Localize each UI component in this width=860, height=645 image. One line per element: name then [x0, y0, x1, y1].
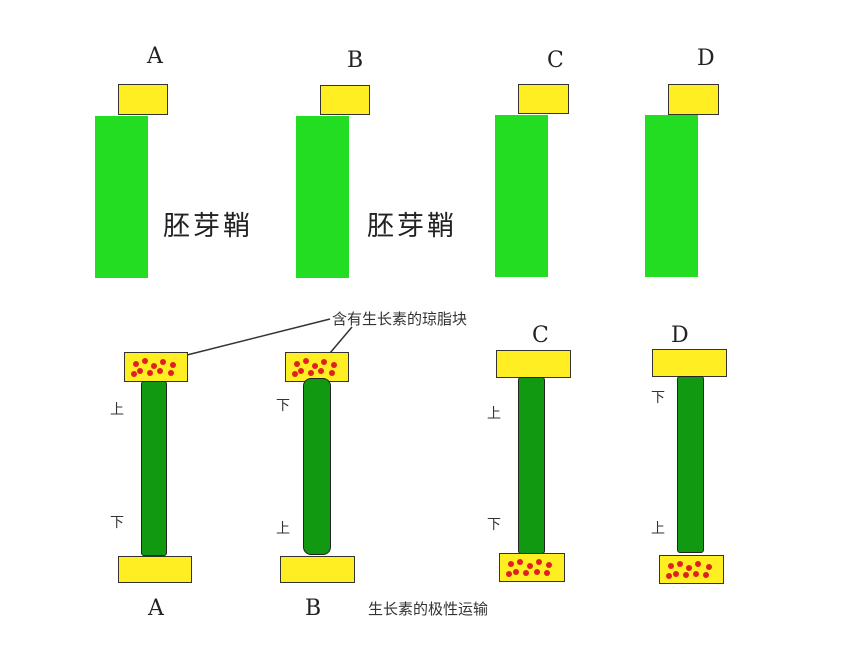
bottom-label-a: A — [148, 596, 164, 621]
stem-a — [141, 381, 167, 556]
auxin-dot — [141, 357, 148, 364]
auxin-dot — [505, 571, 512, 578]
top-label-a: A — [147, 44, 163, 69]
auxin-dot — [693, 570, 700, 577]
side-label-d-down: 下 — [651, 390, 665, 406]
auxin-dot — [318, 368, 325, 375]
coleoptile-d — [645, 115, 698, 277]
stem-d — [677, 376, 704, 553]
auxin-dot — [517, 558, 524, 565]
agar-block-auxin-a — [124, 352, 188, 382]
side-label-c-up: 上 — [487, 406, 501, 422]
coleoptile-label-2: 胚芽鞘 — [367, 211, 457, 242]
callout-label: 含有生长素的琼脂块 — [332, 310, 468, 328]
auxin-dot — [526, 563, 533, 570]
auxin-dot — [703, 572, 710, 579]
auxin-dot — [512, 568, 519, 575]
auxin-dot — [167, 370, 174, 377]
auxin-dot — [298, 368, 305, 375]
stem-c — [518, 377, 545, 554]
auxin-dot — [672, 570, 679, 577]
side-label-b-up: 上 — [276, 521, 290, 537]
auxin-dot — [157, 368, 164, 375]
agar-block-top-c — [518, 84, 569, 114]
agar-block-top-a — [118, 84, 168, 115]
auxin-dot — [147, 370, 154, 377]
caption: 生长素的极性运输 — [368, 600, 489, 618]
auxin-dot — [311, 362, 318, 369]
auxin-dot — [302, 357, 309, 364]
agar-block-top-bottom-c — [496, 350, 571, 378]
auxin-dot — [686, 565, 693, 572]
auxin-dot — [328, 370, 335, 377]
top-label-c: C — [547, 48, 564, 73]
coleoptile-c — [495, 115, 548, 277]
auxin-dot — [293, 360, 300, 367]
side-label-a-down: 下 — [110, 515, 124, 531]
coleoptile-label-1: 胚芽鞘 — [163, 211, 253, 242]
auxin-dot — [308, 370, 315, 377]
top-label-d: D — [697, 46, 715, 71]
bottom-label-b: B — [305, 596, 322, 621]
agar-block-auxin-b — [285, 352, 349, 382]
auxin-dot — [546, 562, 553, 569]
auxin-dot — [665, 573, 672, 580]
agar-block-top-bottom-d — [652, 349, 727, 377]
side-label-b-down: 下 — [276, 398, 290, 414]
auxin-dot — [159, 358, 166, 365]
side-label-a-up: 上 — [110, 402, 124, 418]
auxin-dot — [132, 360, 139, 367]
top-label-b: B — [347, 48, 364, 73]
auxin-dot — [533, 568, 540, 575]
auxin-dot — [508, 561, 515, 568]
auxin-dot — [291, 371, 298, 378]
coleoptile-a — [95, 116, 148, 278]
agar-block-bottom-a — [118, 556, 192, 583]
auxin-dot — [544, 570, 551, 577]
bottom-top-label-c: C — [532, 323, 549, 348]
side-label-d-up: 上 — [651, 521, 665, 537]
auxin-dot — [677, 560, 684, 567]
coleoptile-b — [296, 116, 349, 278]
auxin-dot — [150, 362, 157, 369]
bottom-top-label-d: D — [671, 323, 689, 348]
auxin-dot — [137, 368, 144, 375]
agar-block-bottom-b — [280, 556, 355, 583]
auxin-dot — [667, 563, 674, 570]
auxin-dot — [523, 570, 530, 577]
auxin-dot — [169, 361, 176, 368]
agar-block-auxin-d — [659, 555, 724, 584]
auxin-dot — [695, 561, 702, 568]
agar-block-top-d — [668, 84, 719, 115]
auxin-dot — [682, 572, 689, 579]
auxin-dot — [130, 371, 137, 378]
auxin-dot — [330, 361, 337, 368]
agar-block-auxin-c — [499, 553, 565, 582]
auxin-dot — [320, 358, 327, 365]
agar-block-top-b — [320, 85, 370, 115]
auxin-dot — [705, 564, 712, 571]
stem-b — [303, 378, 331, 555]
auxin-dot — [535, 559, 542, 566]
side-label-c-down: 下 — [487, 517, 501, 533]
